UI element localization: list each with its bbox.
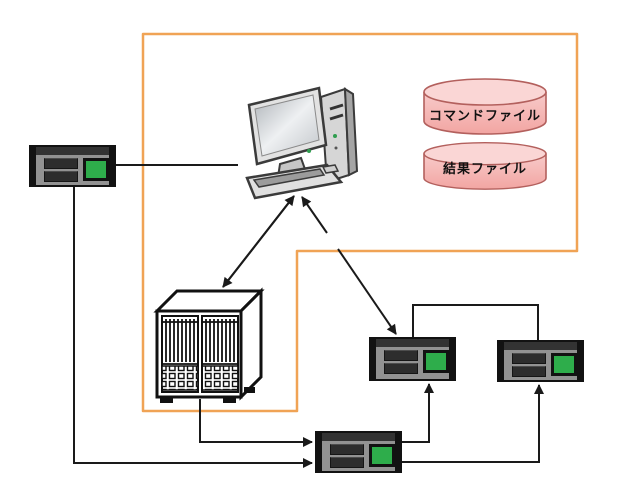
measurement-device-middle <box>369 337 456 381</box>
device-screen <box>423 350 449 373</box>
command-file-label: コマンドファイル <box>428 108 541 123</box>
device-slot <box>330 444 364 455</box>
device-right-bar <box>395 433 400 471</box>
device-slot <box>330 457 364 468</box>
device-right-bar <box>449 339 454 379</box>
connector-middle-device-to-right-device <box>412 304 539 342</box>
orange-boundary-outline <box>141 32 579 413</box>
device-top-strip <box>34 147 111 155</box>
result-file-label: 結果ファイル <box>442 161 527 176</box>
device-screen-green <box>554 356 574 373</box>
result-file-cylinder <box>423 142 547 190</box>
measurement-device-left <box>29 145 116 187</box>
server-drive-slats <box>162 319 238 365</box>
connector-server-to-bottom-device <box>199 399 313 447</box>
device-slot <box>512 353 546 364</box>
device-slot <box>44 158 78 169</box>
device-slot <box>384 363 418 374</box>
device-left-bar <box>371 339 376 379</box>
device-left-bar <box>31 147 36 185</box>
device-screen-green <box>86 161 106 178</box>
pc-tower <box>319 87 359 184</box>
device-slot <box>384 350 418 361</box>
measurement-device-right <box>497 340 584 382</box>
server-vent-grid <box>161 365 199 391</box>
desktop-computer-icon <box>245 86 359 200</box>
connector-middle-device-to-pc-arrow <box>301 196 328 234</box>
device-top-strip <box>374 339 451 347</box>
device-slot <box>512 366 546 377</box>
device-left-bar <box>499 342 504 380</box>
connector-left-device-to-bottom-device <box>73 186 313 468</box>
device-left-bar <box>317 433 322 471</box>
command-file-cylinder <box>423 78 547 135</box>
server-vent-grid <box>201 365 239 391</box>
pc-monitor <box>247 86 328 166</box>
device-screen <box>83 158 109 181</box>
connector-bottom-device-to-right-device <box>402 384 544 463</box>
device-screen-green <box>372 447 392 464</box>
server-side-face <box>239 287 263 401</box>
connector-pc-to-middle-device-arrow <box>337 248 397 335</box>
device-top-strip <box>502 342 579 350</box>
device-screen <box>551 353 577 376</box>
pc-power-led <box>307 149 311 153</box>
measurement-device-bottom <box>315 431 402 473</box>
pc-keyboard <box>245 163 344 200</box>
device-slot <box>44 171 78 182</box>
device-screen-green <box>426 353 446 370</box>
server-rack-icon <box>153 287 265 403</box>
connector-bottom-device-to-middle-device <box>402 383 434 443</box>
device-screen <box>369 444 395 467</box>
device-right-bar <box>109 147 114 185</box>
device-right-bar <box>577 342 582 380</box>
device-top-strip <box>320 433 397 441</box>
connector-server-to-pc-arrow-up <box>222 195 295 288</box>
